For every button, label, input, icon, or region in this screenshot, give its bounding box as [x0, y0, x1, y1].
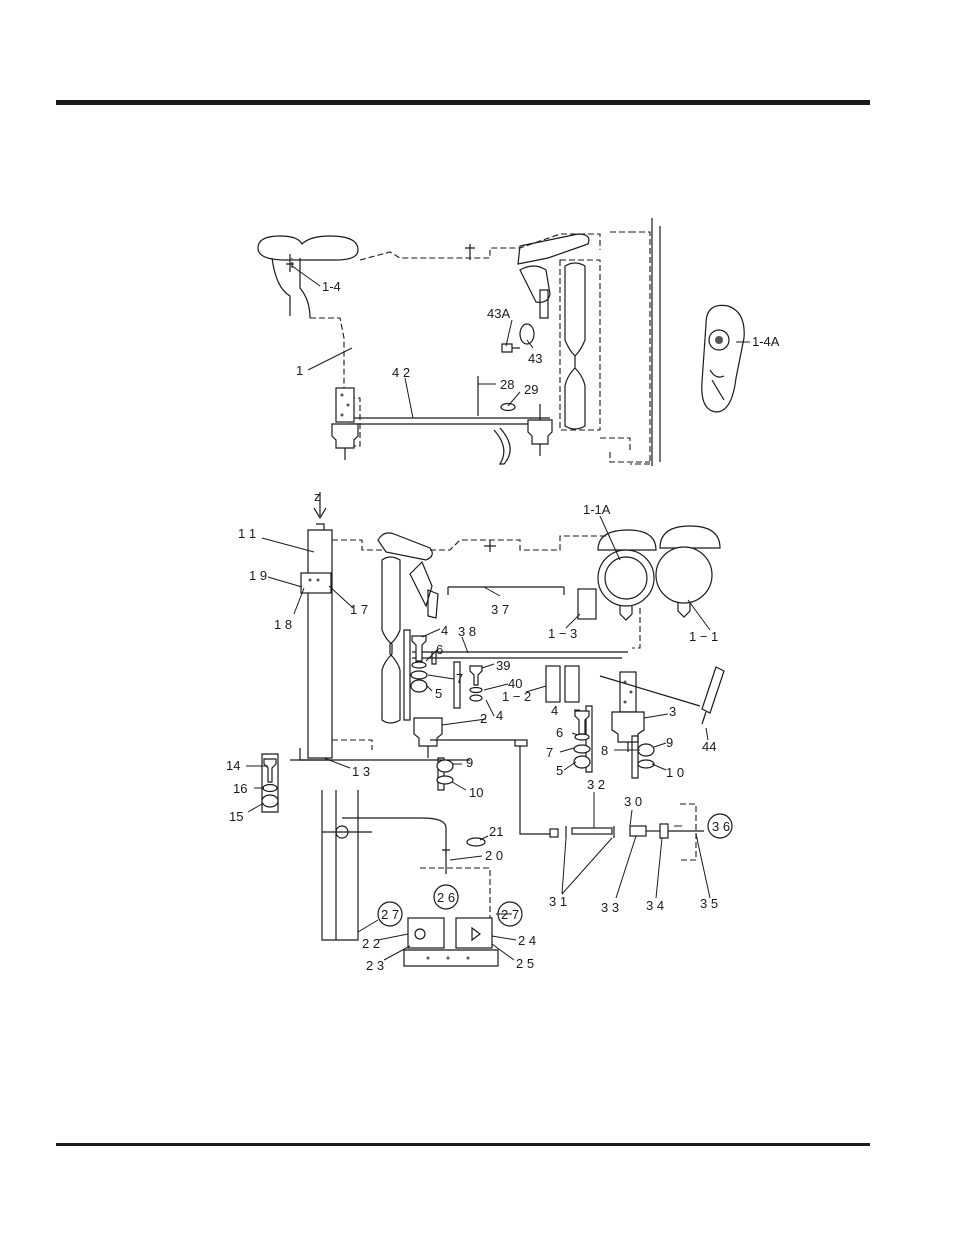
callout-labels: 1-4 43A 43 1-4A 1 4 2 28 29 z 1 1 1 9 1 … [226, 279, 780, 973]
hardware-set-39-40-4 [470, 666, 482, 701]
lower-engine-view [262, 492, 724, 966]
hardware-set-4-6-7-5 [411, 636, 427, 692]
callout-39: 39 [496, 658, 510, 673]
callout-27-right: 2 7 [501, 907, 519, 922]
callout-43: 43 [528, 351, 542, 366]
callout-17: 1 7 [350, 602, 368, 617]
callout-31: 3 1 [549, 894, 567, 909]
callout-26: 2 6 [437, 890, 455, 905]
callout-42: 4 2 [392, 365, 410, 380]
callout-2: 2 [480, 711, 487, 726]
callout-1-4: 1-4 [322, 279, 341, 294]
callout-36: 3 6 [712, 819, 730, 834]
callout-43a: 43A [487, 306, 510, 321]
callout-1-1a: 1-1A [583, 502, 611, 517]
callout-28: 28 [500, 377, 514, 392]
callout-25: 2 5 [516, 956, 534, 971]
callout-8: 8 [601, 743, 608, 758]
callout-32: 3 2 [587, 777, 605, 792]
callout-10-right: 1 0 [666, 765, 684, 780]
callout-15: 15 [229, 809, 243, 824]
callout-7-lower: 7 [546, 745, 553, 760]
hardware-set-9-10-left [437, 760, 453, 784]
callout-21: 21 [489, 824, 503, 839]
callout-20: 2 0 [485, 848, 503, 863]
callout-22: 2 2 [362, 936, 380, 951]
callout-1-4a: 1-4A [752, 334, 780, 349]
callout-4-upper: 4 [441, 623, 448, 638]
callout-1-3: 1 − 3 [548, 626, 577, 641]
callout-44: 44 [702, 739, 716, 754]
hardware-set-8-9-10 [638, 744, 654, 768]
callout-9-left: 9 [466, 755, 473, 770]
hardware-set-4-6-7-5-lower [574, 711, 590, 768]
callout-33: 3 3 [601, 900, 619, 915]
callout-6-upper: 6 [436, 642, 443, 657]
callout-14: 14 [226, 758, 240, 773]
callout-19: 1 9 [249, 568, 267, 583]
callout-30: 3 0 [624, 794, 642, 809]
callout-24: 2 4 [518, 933, 536, 948]
callout-3: 3 [669, 704, 676, 719]
belt-cover-part [702, 305, 744, 412]
callout-16: 16 [233, 781, 247, 796]
upper-engine-view [258, 218, 660, 466]
callout-13: 1 3 [352, 764, 370, 779]
callout-29: 29 [524, 382, 538, 397]
callout-5-upper: 5 [435, 686, 442, 701]
callout-6-lower: 6 [556, 725, 563, 740]
callout-1: 1 [296, 363, 303, 378]
callout-35: 3 5 [700, 896, 718, 911]
callout-23: 2 3 [366, 958, 384, 973]
callout-9-right: 9 [666, 735, 673, 750]
callout-34: 3 4 [646, 898, 664, 913]
callout-5-lower: 5 [556, 763, 563, 778]
callout-z: z [314, 489, 321, 504]
callout-1-2: 1 − 2 [502, 689, 531, 704]
callout-11: 1 1 [238, 526, 256, 541]
callout-38: 3 8 [458, 624, 476, 639]
callout-4-lower: 4 [551, 703, 558, 718]
callout-1-1: 1 − 1 [689, 629, 718, 644]
callout-27-left: 2 7 [381, 907, 399, 922]
callout-37: 3 7 [491, 602, 509, 617]
callout-10-left: 10 [469, 785, 483, 800]
callout-18: 1 8 [274, 617, 292, 632]
callout-4-mid: 4 [496, 708, 503, 723]
callout-7-upper: 7 [456, 671, 463, 686]
